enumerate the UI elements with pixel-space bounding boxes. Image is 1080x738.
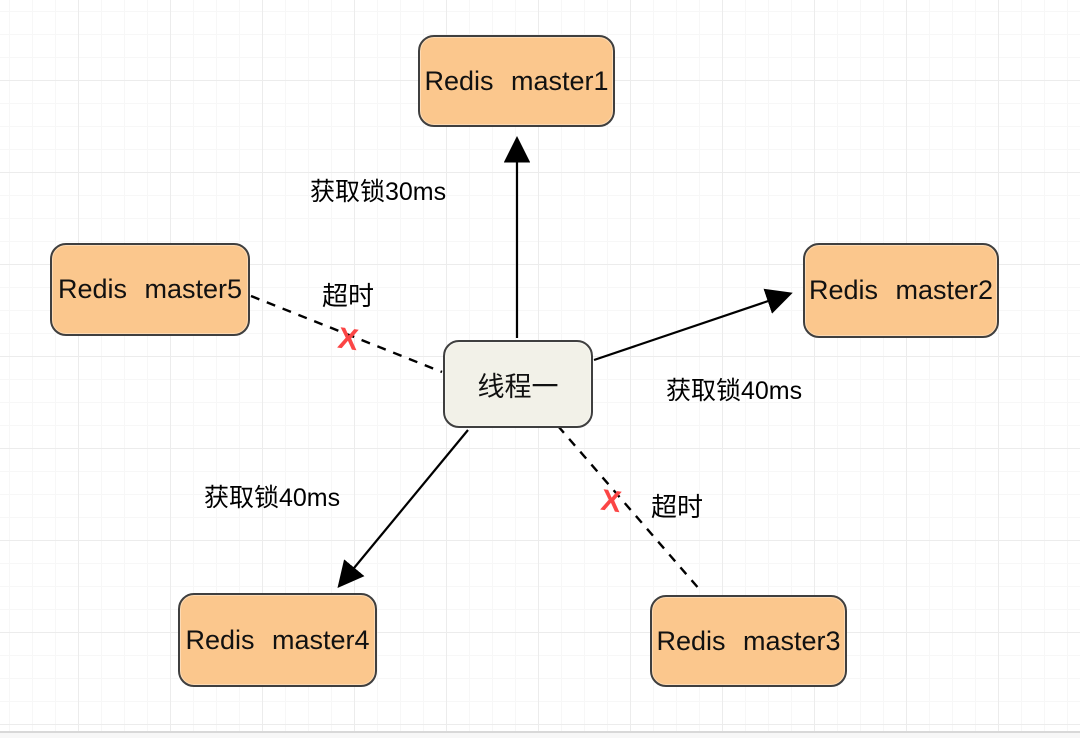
edge-thread-to-master4[interactable]	[337, 429, 469, 589]
node-thread-one[interactable]: 线程一	[443, 340, 593, 428]
node-redis-master3[interactable]: Redis master3	[650, 595, 847, 687]
below-canvas-area	[0, 733, 1080, 738]
edge-label-acquire-lock-40ms-right[interactable]: 获取锁40ms	[666, 377, 803, 405]
node-redis-master1[interactable]: Redis master1	[418, 35, 615, 127]
edge-label-acquire-lock-40ms-bottom-left[interactable]: 获取锁40ms	[204, 484, 341, 512]
node-redis-master5[interactable]: Redis master5	[50, 243, 250, 336]
timeout-x-icon-right: X	[598, 483, 624, 520]
node-redis-master2[interactable]: Redis master2	[803, 243, 999, 338]
edge-thread-to-master2[interactable]	[593, 288, 793, 362]
node-redis-master4[interactable]: Redis master4	[178, 593, 377, 687]
edge-label-timeout-right[interactable]: 超时	[651, 492, 704, 522]
canvas-bottom-edge	[0, 731, 1080, 733]
edge-label-timeout-left[interactable]: 超时	[322, 281, 375, 311]
edge-label-acquire-lock-30ms[interactable]: 获取锁30ms	[310, 178, 447, 206]
timeout-x-icon-left: X	[335, 321, 361, 358]
